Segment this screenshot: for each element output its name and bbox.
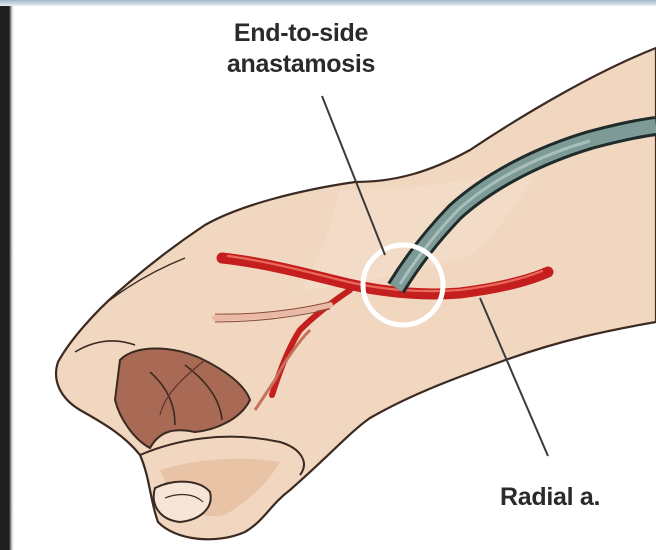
anastomosis-label-line1: End-to-side xyxy=(196,18,406,49)
anastomosis-label: End-to-side anastamosis xyxy=(196,18,406,80)
radial-artery-label: Radial a. xyxy=(500,482,600,512)
anastomosis-label-line2: anastamosis xyxy=(196,49,406,80)
forearm-skin xyxy=(56,48,656,539)
